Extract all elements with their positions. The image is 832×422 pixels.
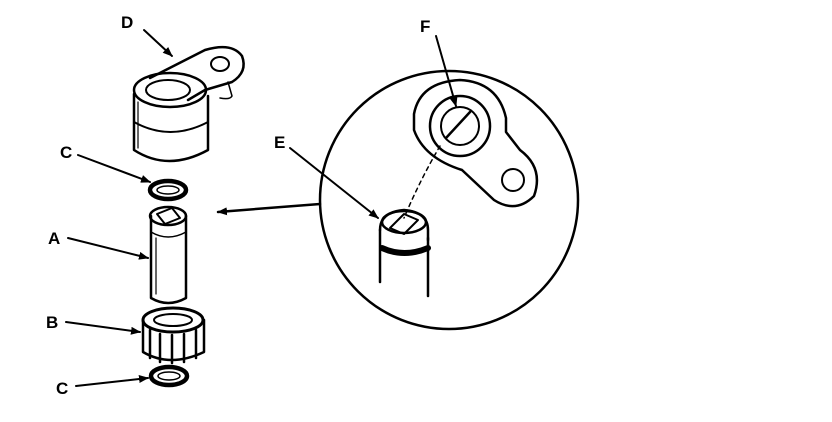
leader-c-bottom bbox=[75, 375, 149, 387]
label-a: A bbox=[48, 229, 60, 248]
lever-slot-f-detail bbox=[412, 78, 539, 208]
label-f: F bbox=[420, 17, 430, 36]
seal-ring-c-top bbox=[147, 178, 189, 202]
leader-d bbox=[143, 29, 173, 57]
needle-bearing-b bbox=[141, 306, 206, 365]
leader-a bbox=[67, 237, 149, 260]
label-d: D bbox=[121, 13, 133, 32]
label-e: E bbox=[274, 133, 285, 152]
shaft-top-e-detail bbox=[378, 208, 431, 298]
label-b: B bbox=[46, 313, 58, 332]
shaft-pin-a bbox=[148, 205, 188, 305]
alignment-dashed-line bbox=[403, 145, 441, 219]
label-c-top: C bbox=[60, 143, 72, 162]
leader-f bbox=[435, 35, 458, 107]
leader-c-top bbox=[77, 154, 151, 183]
detail-pointer-arrow bbox=[216, 202, 322, 216]
leader-e bbox=[289, 147, 379, 219]
seal-ring-c-bottom bbox=[148, 364, 190, 388]
lever-part-d bbox=[132, 45, 245, 163]
leader-b bbox=[65, 321, 141, 335]
label-c-bottom: C bbox=[56, 379, 68, 398]
detail-view-circle bbox=[318, 69, 580, 331]
